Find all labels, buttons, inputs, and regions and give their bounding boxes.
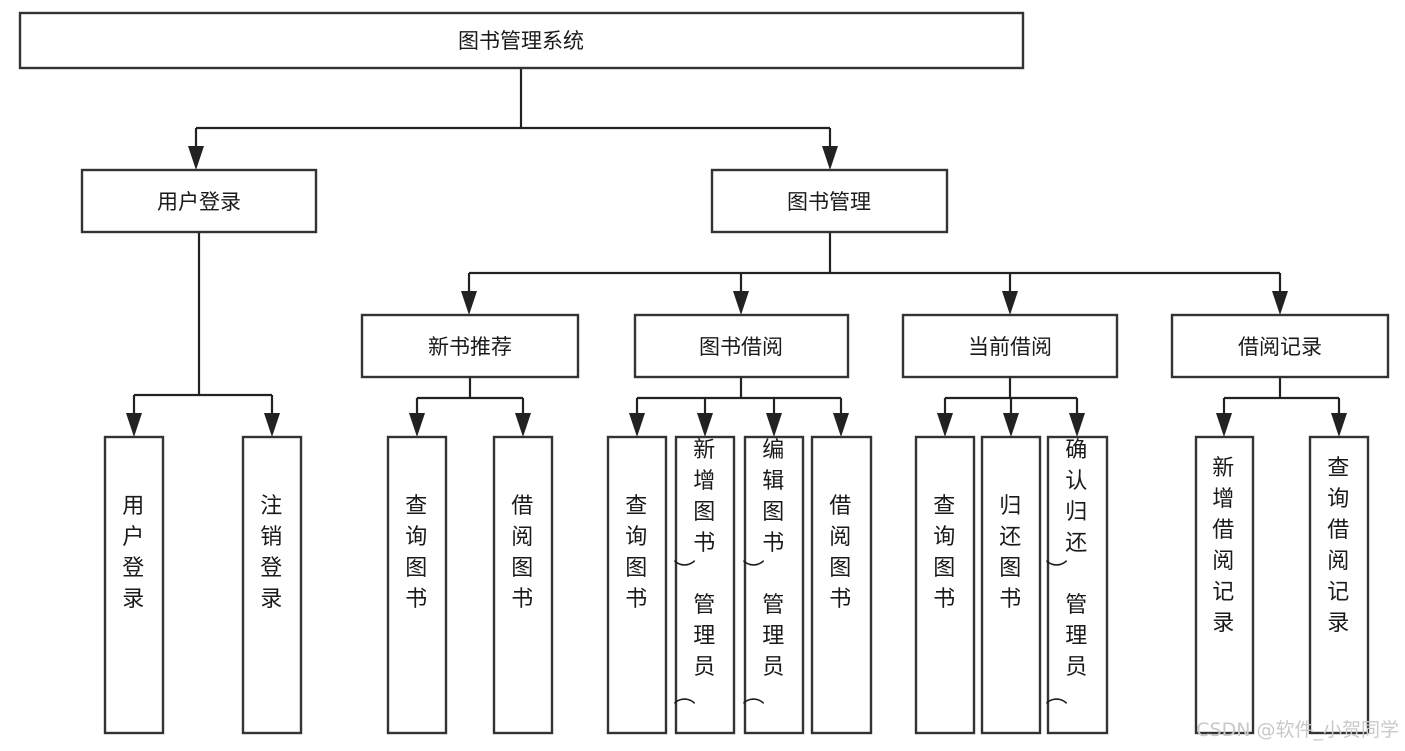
connectors-borrow-record-to-leaves (1216, 377, 1347, 437)
watermark-text: CSDN @软件_小贺同学 (1196, 719, 1399, 741)
node-new-book-recommend-label: 新书推荐 (428, 335, 512, 359)
leaf-box (1194, 435, 1255, 735)
leaf-box (1046, 435, 1109, 735)
leaf-label: 查询图书 (405, 494, 429, 612)
leaf-label: 查询图书 (933, 494, 957, 612)
connectors-current-borrow-to-leaves (937, 377, 1085, 437)
arrow-head-icon (1331, 413, 1347, 437)
node-user-login-label: 用户登录 (157, 190, 241, 214)
arrow-head-icon (1003, 413, 1019, 437)
arrow-head-icon (697, 413, 713, 437)
arrow-head-icon (515, 413, 531, 437)
leaf-label: 编辑图书（管理员） (743, 438, 786, 705)
leaf-node[interactable]: 查询图书 (606, 435, 668, 735)
leaf-box (914, 435, 976, 735)
leaf-node[interactable]: 编辑图书（管理员） (743, 435, 805, 735)
leaf-node[interactable]: 借阅图书 (492, 435, 554, 735)
node-current-borrow-label: 当前借阅 (968, 335, 1052, 359)
arrow-head-icon (822, 146, 838, 170)
node-book-borrow-label: 图书借阅 (699, 335, 783, 359)
arrow-head-icon (461, 291, 477, 315)
leaf-box (810, 435, 873, 735)
connectors-new-book-to-leaves (409, 377, 531, 437)
leaf-label: 借阅图书 (511, 494, 535, 612)
node-user-login-box (80, 168, 318, 234)
leaf-node[interactable]: 归还图书 (980, 435, 1042, 735)
connectors-book-borrow-to-leaves (629, 377, 849, 437)
leaf-label: 确认归还（管理员） (1046, 438, 1089, 705)
arrow-head-icon (1002, 291, 1018, 315)
arrow-head-icon (733, 291, 749, 315)
node-new-book-recommend[interactable]: 新书推荐 (360, 313, 580, 379)
leaf-box (980, 435, 1042, 735)
connectors-book-mgmt-to-level3 (461, 232, 1288, 315)
node-root-system[interactable]: 图书管理系统 (18, 11, 1025, 70)
arrow-head-icon (1216, 413, 1232, 437)
leaf-node[interactable]: 查询借阅记录 (1308, 435, 1370, 735)
node-borrow-record-box (1170, 313, 1390, 379)
leaf-node[interactable]: 查询图书 (386, 435, 448, 735)
node-borrow-record-label: 借阅记录 (1238, 335, 1322, 359)
leaf-box (606, 435, 668, 735)
arrow-head-icon (1272, 291, 1288, 315)
arrow-head-icon (937, 413, 953, 437)
node-new-book-recommend-box (360, 313, 580, 379)
leaf-node[interactable]: 新增借阅记录 (1194, 435, 1255, 735)
leaf-box (386, 435, 448, 735)
leaf-label: 新增借阅记录 (1212, 456, 1236, 636)
leaf-label: 借阅图书 (829, 494, 853, 612)
leaf-node[interactable]: 确认归还（管理员） (1046, 435, 1109, 735)
leaf-node[interactable]: 用户登录 (103, 435, 165, 735)
leaf-box (674, 435, 736, 735)
leaf-label: 新增图书（管理员） (674, 438, 717, 705)
node-book-management-label: 图书管理 (787, 190, 871, 214)
node-root-label: 图书管理系统 (458, 29, 584, 53)
leaf-label: 归还图书 (999, 494, 1023, 612)
arrow-head-icon (629, 413, 645, 437)
leaf-label: 用户登录 (122, 494, 146, 612)
connectors-user-login-to-leaves (126, 232, 280, 437)
arrow-head-icon (409, 413, 425, 437)
leaf-label: 查询图书 (625, 494, 649, 612)
arrow-head-icon (126, 413, 142, 437)
leaf-label: 查询借阅记录 (1327, 456, 1351, 636)
node-current-borrow[interactable]: 当前借阅 (901, 313, 1119, 379)
leaf-node[interactable]: 查询图书 (914, 435, 976, 735)
node-user-login[interactable]: 用户登录 (80, 168, 318, 234)
node-book-borrow-box (633, 313, 850, 379)
leaf-box (1308, 435, 1370, 735)
arrow-head-icon (1069, 413, 1085, 437)
leaf-node[interactable]: 新增图书（管理员） (674, 435, 736, 735)
leaf-node[interactable]: 注销登录 (241, 435, 303, 735)
node-book-management-box (710, 168, 949, 234)
arrow-head-icon (766, 413, 782, 437)
leaf-label: 注销登录 (260, 494, 284, 612)
connectors-root-to-level2 (188, 68, 838, 170)
leaf-node[interactable]: 借阅图书 (810, 435, 873, 735)
leaf-box (743, 435, 805, 735)
node-current-borrow-box (901, 313, 1119, 379)
node-book-management[interactable]: 图书管理 (710, 168, 949, 234)
node-borrow-record[interactable]: 借阅记录 (1170, 313, 1390, 379)
leaf-box (492, 435, 554, 735)
node-root-box (18, 11, 1025, 70)
leaf-box (241, 435, 303, 735)
node-book-borrow[interactable]: 图书借阅 (633, 313, 850, 379)
arrow-head-icon (833, 413, 849, 437)
leaf-box (103, 435, 165, 735)
arrow-head-icon (264, 413, 280, 437)
arrow-head-icon (188, 146, 204, 170)
